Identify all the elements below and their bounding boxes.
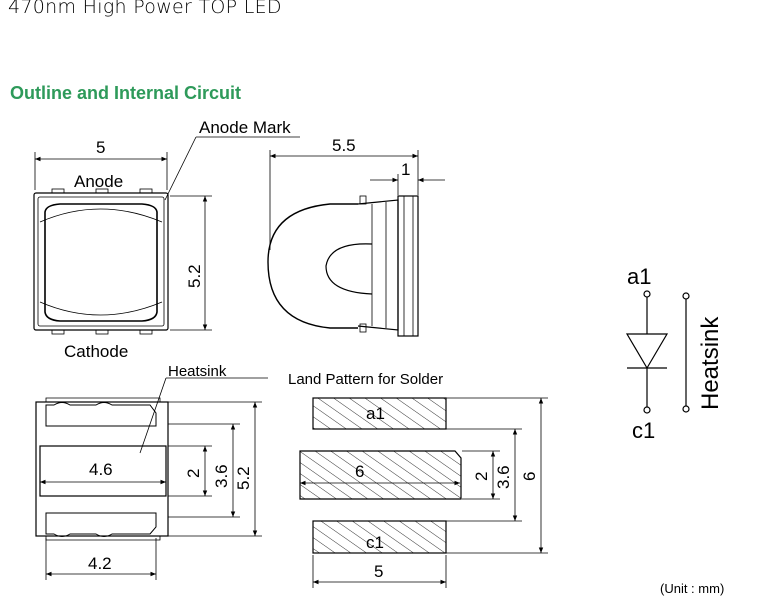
- land-width-dim: 5: [374, 562, 383, 581]
- bottom-pad-width-dim: 4.6: [89, 460, 113, 479]
- circuit-diagram: [625, 290, 690, 414]
- land-pad-center: 6: [355, 462, 364, 481]
- land-pattern: [299, 397, 548, 588]
- circuit-heatsink-label: Heatsink: [697, 316, 724, 410]
- land-pad-c1: c1: [366, 533, 384, 552]
- land-dim-6: 6: [520, 472, 539, 481]
- top-height-dim: 5.2: [185, 264, 204, 288]
- unit-note: (Unit : mm): [660, 581, 724, 596]
- heatsink-pointer-label: Heatsink: [168, 363, 227, 380]
- side-view: [267, 150, 445, 337]
- land-dim-3-6: 3.6: [494, 465, 513, 489]
- bottom-view: [35, 377, 268, 580]
- land-pad-a1: a1: [366, 404, 385, 423]
- top-width-dim: 5: [96, 138, 105, 157]
- bottom-outer-height-dim: 5.2: [234, 466, 253, 490]
- top-view: [33, 136, 300, 335]
- product-title: 470nm High Power TOP LED: [8, 0, 282, 18]
- side-lip-dim: 1: [401, 160, 410, 179]
- circuit-cathode-label: c1: [632, 418, 655, 443]
- section-title: Outline and Internal Circuit: [10, 83, 242, 103]
- cathode-label: Cathode: [64, 342, 128, 361]
- bottom-width-dim: 4.2: [88, 554, 112, 573]
- anode-mark-label: Anode Mark: [199, 118, 291, 137]
- land-dim-2: 2: [472, 472, 491, 481]
- bottom-pad-height-dim: 2: [184, 469, 203, 478]
- diode-symbol: [625, 333, 669, 370]
- land-pattern-title: Land Pattern for Solder: [288, 371, 443, 388]
- side-total-dim: 5.5: [332, 136, 356, 155]
- circuit-anode-label: a1: [627, 264, 651, 289]
- bottom-inner-height-dim: 3.6: [212, 464, 231, 488]
- anode-label: Anode: [74, 172, 123, 191]
